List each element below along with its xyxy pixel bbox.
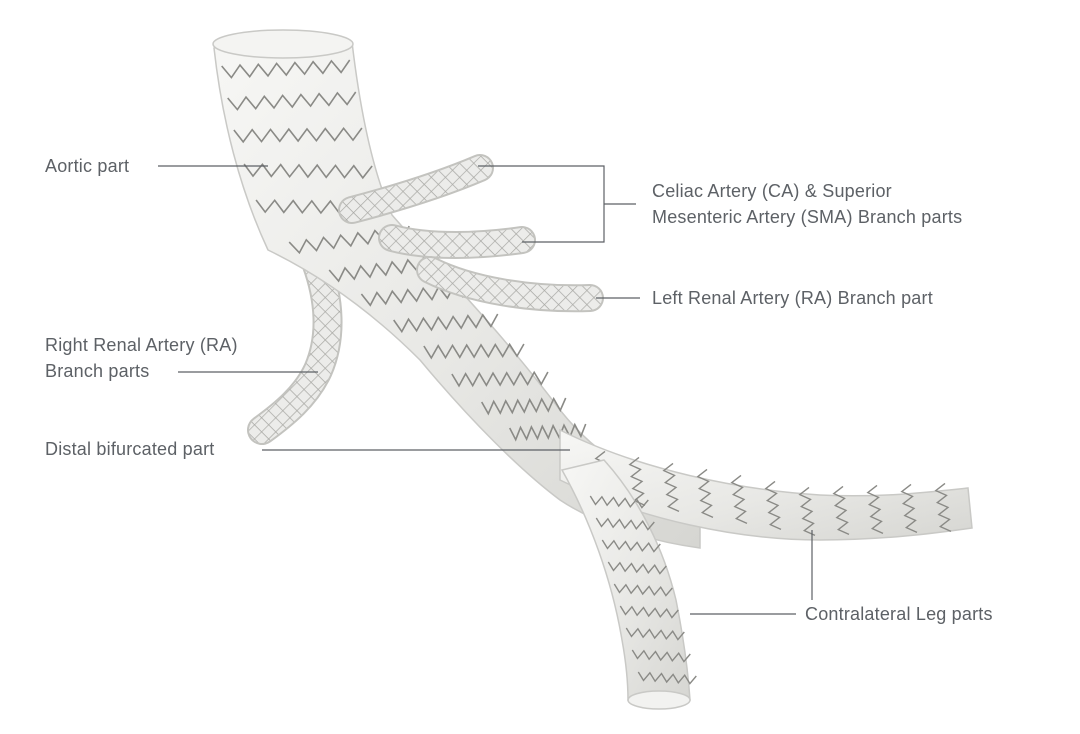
stent-wire-ring	[233, 126, 363, 144]
stent-wire-ring	[696, 468, 714, 519]
stent-wire-ring	[589, 495, 649, 509]
contralateral-leg-short	[560, 459, 697, 710]
label-right-renal: Right Renal Artery (RA) Branch parts	[45, 335, 238, 381]
stent-wire-ring	[637, 671, 697, 685]
stent-wire-ring	[607, 561, 667, 575]
stent-wire-ring	[625, 627, 685, 641]
stent-wire-ring	[423, 342, 525, 360]
stent-wire-ring	[601, 539, 661, 553]
stent-wire-ring	[798, 486, 816, 537]
stent-wire-ring	[662, 462, 680, 513]
stent-wire-ring	[631, 649, 691, 663]
stent-wire-ring	[866, 484, 884, 535]
stent-wire-ring	[227, 91, 357, 111]
leader-lines	[158, 165, 813, 615]
right-renal-branch	[247, 247, 343, 445]
celiac-sma-branches	[338, 154, 536, 259]
label-distal-bifurcated: Distal bifurcated part	[45, 439, 215, 459]
stent-wire-ring	[764, 480, 782, 531]
left-renal-branch	[416, 256, 604, 313]
label-aortic-part: Aortic part	[45, 156, 130, 176]
stent-wire-ring	[221, 59, 351, 79]
label-left-renal: Left Renal Artery (RA) Branch part	[652, 288, 933, 308]
stent-wire-ring	[393, 313, 499, 334]
stent-wire-ring	[508, 422, 587, 442]
stent-wire-ring	[730, 474, 748, 525]
stent-wire-ring	[613, 583, 673, 597]
stent-wire-ring	[595, 517, 655, 531]
stent-wire-ring	[628, 456, 646, 507]
leader-celiac	[478, 165, 636, 243]
stent-wire-ring	[481, 396, 567, 416]
label-celiac-sma: Celiac Artery (CA) & Superior Mesenteric…	[652, 181, 963, 227]
stent-wire-ring	[900, 483, 918, 534]
stent-wire-ring	[934, 482, 952, 533]
label-contralateral-leg: Contralateral Leg parts	[805, 604, 993, 624]
leader-contralateral	[690, 530, 813, 615]
stent-wire-ring	[451, 370, 549, 388]
stent-wire-ring	[832, 485, 850, 536]
stent-wire-ring	[619, 605, 679, 619]
stent-wire-ring	[243, 162, 373, 180]
